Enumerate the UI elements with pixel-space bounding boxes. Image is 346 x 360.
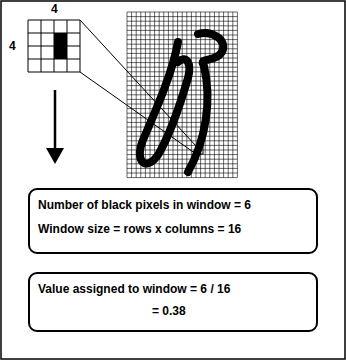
text-box: Value assigned to window = 6 / 16 = 0.38 xyxy=(28,272,318,332)
handwritten-letter xyxy=(140,33,223,172)
pixel-grid xyxy=(127,12,237,178)
box-text: Value assigned to window = 6 / 16 xyxy=(38,282,308,296)
down-arrow xyxy=(46,90,64,164)
zoom-lines xyxy=(80,20,203,154)
text-box: Number of black pixels in window = 6 Wind… xyxy=(28,188,318,254)
box-text: Number of black pixels in window = 6 xyxy=(38,198,308,212)
window-grid xyxy=(28,20,80,72)
box-text: Window size = rows x columns = 16 xyxy=(38,222,308,236)
dimension-label: 4 xyxy=(51,2,58,16)
box-text: = 0.38 xyxy=(152,304,308,318)
dimension-label: 4 xyxy=(9,39,16,53)
